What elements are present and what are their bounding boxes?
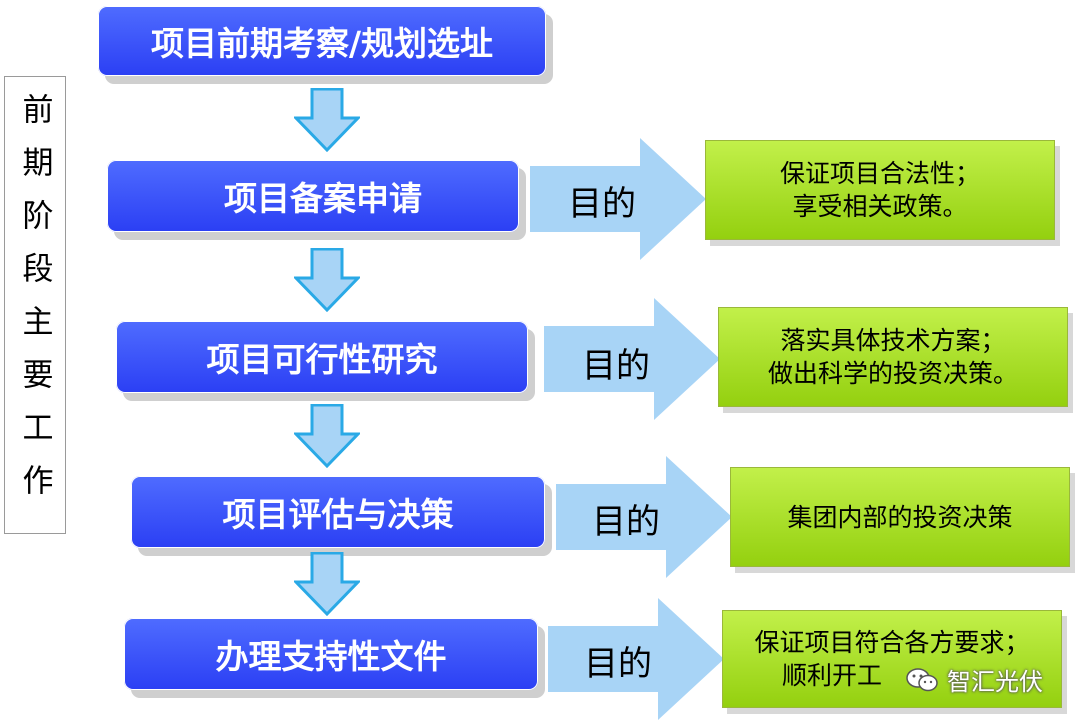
down-arrow-icon — [294, 552, 360, 616]
step-4-label: 项目评估与决策 — [222, 495, 454, 534]
side-label: 前期阶段主要工作 — [16, 93, 53, 517]
step-1-label: 项目前期考察/规划选址 — [150, 24, 494, 63]
side-label-box: 前期阶段主要工作 — [4, 76, 66, 534]
goal-1-box: 保证项目合法性； 享受相关政策。 — [705, 140, 1055, 240]
goal-3-box: 集团内部的投资决策 — [730, 467, 1070, 567]
watermark-text: 智汇光伏 — [947, 668, 1043, 696]
goal-4-line-1: 保证项目符合各方要求； — [754, 628, 1030, 657]
step-5-box: 办理支持性文件 — [124, 618, 538, 690]
step-3-box: 项目可行性研究 — [116, 321, 528, 393]
purpose-label: 目的 — [582, 346, 650, 386]
goal-3-line-1: 集团内部的投资决策 — [787, 502, 1013, 532]
right-arrow-icon — [548, 598, 724, 720]
step-2-label: 项目备案申请 — [224, 179, 422, 218]
goal-1-line-2: 享受相关政策。 — [792, 192, 968, 221]
wechat-icon — [906, 667, 938, 691]
goal-1-line-1: 保证项目合法性； — [779, 159, 980, 188]
step-3-label: 项目可行性研究 — [206, 340, 438, 379]
step-2-box: 项目备案申请 — [107, 160, 519, 232]
down-arrow-icon — [294, 404, 360, 468]
watermark: 智汇光伏 — [905, 662, 1043, 697]
goal-4-line-2: 顺利开工 — [781, 661, 882, 690]
right-arrow-icon — [530, 138, 706, 260]
down-arrow-icon — [294, 88, 360, 152]
goal-2-line-1: 落实具体技术方案； — [780, 326, 1006, 355]
purpose-label: 目的 — [584, 644, 652, 684]
right-arrow-icon — [544, 298, 720, 420]
right-arrow-icon — [556, 456, 732, 578]
goal-2-line-2: 做出科学的投资决策。 — [767, 359, 1018, 388]
goal-4-box: 保证项目符合各方要求； 顺利开工 — [722, 610, 1062, 708]
down-arrow-icon — [294, 248, 360, 312]
step-5-label: 办理支持性文件 — [215, 637, 447, 676]
purpose-label: 目的 — [592, 502, 660, 542]
step-4-box: 项目评估与决策 — [131, 476, 545, 548]
goal-2-box: 落实具体技术方案； 做出科学的投资决策。 — [718, 307, 1068, 407]
step-1-box: 项目前期考察/规划选址 — [98, 6, 546, 76]
purpose-label: 目的 — [568, 184, 636, 224]
